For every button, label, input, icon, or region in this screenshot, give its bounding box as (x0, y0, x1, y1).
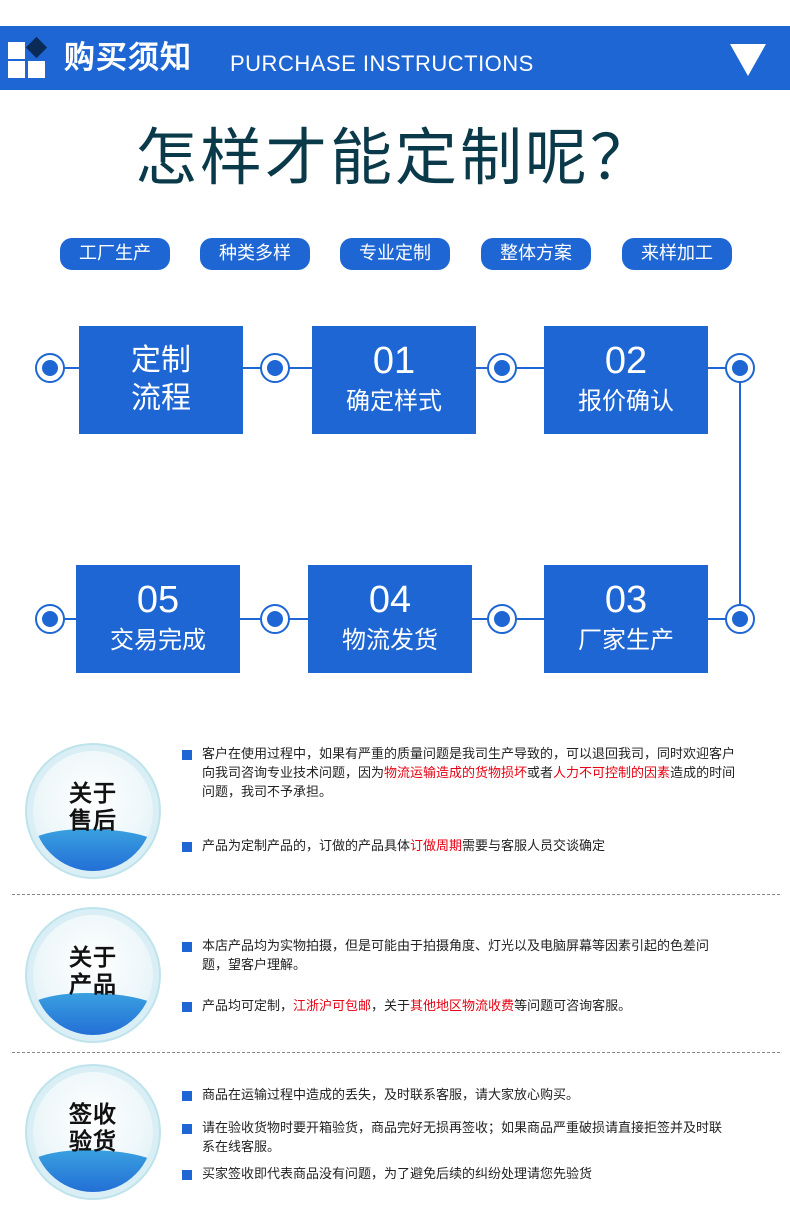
step-label: 厂家生产 (578, 626, 674, 654)
badge-product: 关于 产品 (33, 915, 153, 1035)
process-title-line2: 流程 (131, 381, 191, 416)
tag-sample: 来样加工 (622, 238, 732, 270)
square-bullet-icon (182, 1124, 192, 1134)
step-label: 确定样式 (346, 387, 442, 415)
wave-decoration (33, 993, 153, 1035)
logo-icon (8, 36, 48, 80)
step-label: 报价确认 (578, 387, 674, 415)
text-segment: 等问题可咨询客服。 (514, 999, 632, 1014)
after-sales-paragraph-1: 客户在使用过程中，如果有严重的质量问题是我司生产导致的，可以退回我司，同时欢迎客… (182, 745, 742, 802)
flow-node (487, 604, 517, 634)
text-segment: ，关于 (371, 999, 411, 1014)
highlight-text: 物流运输造成的货物损坏 (384, 766, 528, 781)
text-segment: 或者 (527, 766, 554, 781)
square-bullet-icon (182, 1170, 192, 1180)
step-number: 05 (136, 579, 180, 621)
flow-node (725, 604, 755, 634)
badge-after-sales: 关于 售后 (33, 751, 153, 871)
flow-node (260, 353, 290, 383)
square-bullet-icon (182, 842, 192, 852)
square-bullet-icon (182, 750, 192, 760)
square-bullet-icon (182, 1091, 192, 1101)
flow-node (35, 604, 65, 634)
step-number: 04 (368, 579, 412, 621)
page-question: 怎样才能定制呢？ (134, 121, 655, 194)
badge-line2: 验货 (69, 1129, 117, 1155)
tag-solution: 整体方案 (481, 238, 591, 270)
badge-line1: 关于 (69, 945, 117, 971)
product-paragraph-1: 本店产品均为实物拍摄，但是可能由于拍摄角度、灯光以及电脑屏幕等因素引起的色差问题… (182, 937, 717, 975)
header-subtitle: PURCHASE INSTRUCTIONS (230, 51, 534, 76)
highlight-text: 订做周期 (410, 839, 463, 854)
flow-node (260, 604, 290, 634)
text-segment: 产品为定制产品的，订做的产品具体 (202, 839, 411, 854)
process-title-box: 定制 流程 (79, 326, 243, 434)
receipt-paragraph-1: 商品在运输过程中造成的丢失，及时联系客服，请大家放心购买。 (182, 1086, 742, 1105)
square-bullet-icon (182, 1002, 192, 1012)
process-step-04: 04 物流发货 (308, 565, 472, 673)
header-title: 购买须知 (64, 40, 192, 76)
wave-decoration (33, 1150, 153, 1192)
dashed-divider (12, 1052, 780, 1053)
flow-node (725, 353, 755, 383)
dashed-divider (12, 894, 780, 895)
highlight-text: 人力不可控制的因素 (553, 766, 671, 781)
step-number: 02 (604, 340, 648, 382)
badge-line2: 产品 (69, 972, 117, 998)
step-number: 03 (604, 579, 648, 621)
step-label: 物流发货 (342, 626, 438, 654)
badge-line1: 签收 (69, 1102, 117, 1128)
header-bar: 购买须知 PURCHASE INSTRUCTIONS (0, 26, 790, 90)
tag-factory: 工厂生产 (60, 238, 170, 270)
flow-node (35, 353, 65, 383)
receipt-paragraph-2: 请在验收货物时要开箱验货，商品完好无损再签收；如果商品严重破损请直接拒签并及时联… (182, 1119, 727, 1157)
flow-node (487, 353, 517, 383)
badge-line2: 售后 (69, 808, 117, 834)
highlight-text: 其他地区物流收费 (410, 999, 515, 1014)
triangle-down-icon (730, 44, 766, 76)
wave-decoration (33, 829, 153, 871)
step-label: 交易完成 (110, 626, 206, 654)
process-title-line1: 定制 (131, 343, 191, 378)
text-segment: 需要与客服人员交谈确定 (462, 839, 606, 854)
process-step-03: 03 厂家生产 (544, 565, 708, 673)
receipt-paragraph-3: 买家签收即代表商品没有问题，为了避免后续的纠纷处理请您先验货 (182, 1165, 742, 1184)
tag-custom: 专业定制 (340, 238, 450, 270)
step-number: 01 (372, 340, 416, 382)
badge-receipt: 签收 验货 (33, 1072, 153, 1192)
tag-variety: 种类多样 (200, 238, 310, 270)
product-paragraph-2: 产品均可定制，江浙沪可包邮，关于其他地区物流收费等问题可咨询客服。 (182, 997, 742, 1016)
process-step-02: 02 报价确认 (544, 326, 708, 434)
highlight-text: 江浙沪可包邮 (293, 999, 372, 1014)
square-bullet-icon (182, 942, 192, 952)
process-step-01: 01 确定样式 (312, 326, 476, 434)
badge-line1: 关于 (69, 781, 117, 807)
text-segment: 产品均可定制， (202, 999, 294, 1014)
after-sales-paragraph-2: 产品为定制产品的，订做的产品具体订做周期需要与客服人员交谈确定 (182, 837, 742, 856)
flow-line-right (739, 367, 741, 618)
process-step-05: 05 交易完成 (76, 565, 240, 673)
text-segment: 造成的时间问题，我司不予承担。 (202, 766, 736, 800)
text-segment: 客户在使用过程中，如果有严重的质量问题是我司生产导致的，可以退回我司，同时欢迎客… (202, 747, 736, 781)
